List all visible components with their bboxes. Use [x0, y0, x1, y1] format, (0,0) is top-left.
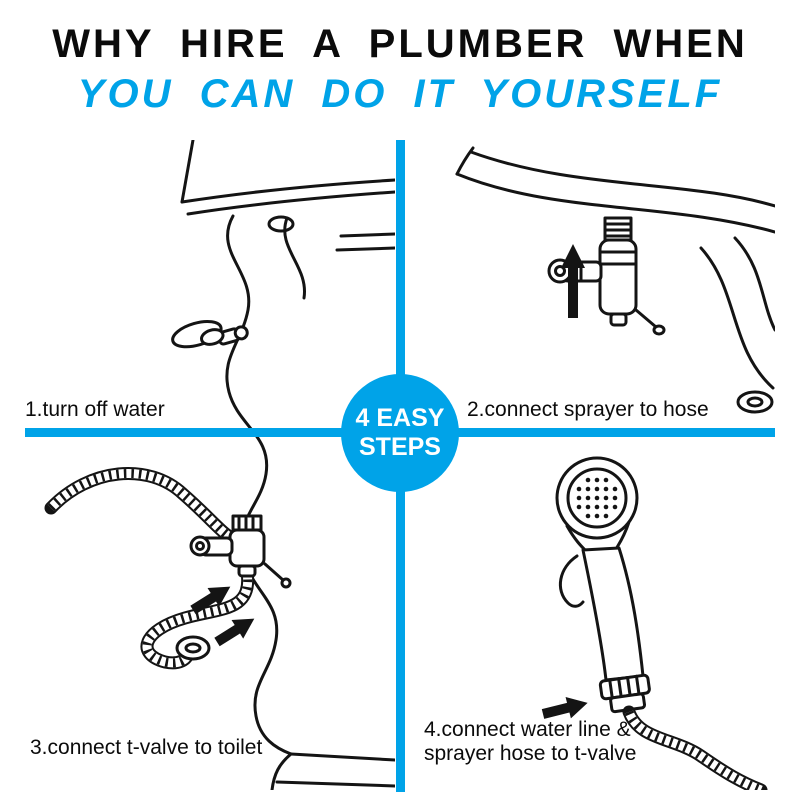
sprayer-t-valve-drawing — [547, 216, 666, 336]
sprayer-hose-connector — [598, 673, 651, 714]
sprayer-hose-drawing — [622, 705, 768, 790]
arrow-up-icon — [561, 244, 585, 318]
shutoff-valve-drawing — [171, 320, 249, 349]
bidet-sprayer-drawing — [555, 456, 651, 714]
braided-hose-drawing — [44, 467, 255, 670]
illustration-steps-1-3 — [44, 140, 395, 790]
steps-badge: 4 EASY STEPS — [341, 374, 459, 492]
title-line-2: YOU CAN DO IT YOURSELF — [77, 72, 723, 116]
toilet-tank-underside-drawing — [455, 146, 775, 414]
badge-line-2: STEPS — [359, 433, 441, 461]
arrow-icon — [190, 586, 255, 647]
title-line-1: WHY HIRE A PLUMBER WHEN — [52, 22, 748, 66]
illustration-step-2 — [455, 146, 775, 414]
sprayer-nozzle-dots — [576, 477, 618, 519]
step-1-label: 1.turn off water — [25, 398, 165, 421]
toilet-side-drawing — [180, 140, 395, 790]
t-valve-drawing — [189, 514, 292, 589]
badge-line-1: 4 EASY — [355, 404, 445, 432]
step-3-label: 3.connect t-valve to toilet — [30, 736, 263, 759]
step-4-label: 4.connect water line & sprayer hose to t… — [424, 718, 637, 765]
step-2-label: 2.connect sprayer to hose — [467, 398, 709, 421]
arrow-icon — [541, 697, 588, 719]
illustration-step-4 — [541, 456, 768, 790]
